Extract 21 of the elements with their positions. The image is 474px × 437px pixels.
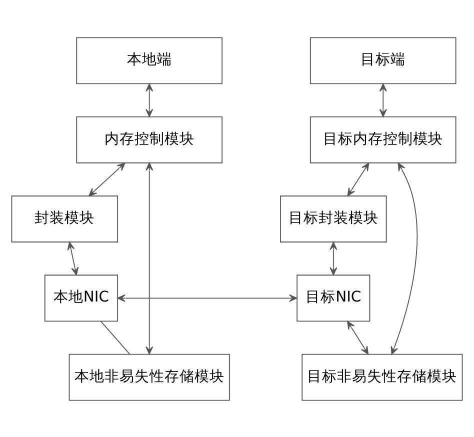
arrow — [379, 83, 387, 117]
arrow — [347, 162, 370, 196]
arrow — [146, 162, 154, 354]
node-box: 目标非易失性存储模块 — [302, 353, 463, 400]
connector — [100, 320, 130, 354]
arrow — [330, 241, 338, 275]
arrow — [390, 162, 418, 354]
node-box: 本地NIC — [44, 274, 118, 322]
node-box: 封装模块 — [11, 195, 118, 242]
arrow — [117, 294, 298, 302]
node-box: 本地端 — [76, 36, 222, 84]
arrow — [146, 83, 154, 117]
node-box: 目标端 — [310, 36, 456, 84]
node-box: 本地非易失性存储模块 — [68, 353, 230, 400]
node-box: 目标NIC — [296, 274, 370, 322]
arrow — [67, 241, 79, 275]
arrow — [88, 162, 126, 196]
node-box: 内存控制模块 — [76, 116, 222, 163]
arrow — [347, 320, 369, 354]
node-box: 目标封装模块 — [280, 195, 387, 242]
node-box: 目标内存控制模块 — [310, 116, 456, 163]
